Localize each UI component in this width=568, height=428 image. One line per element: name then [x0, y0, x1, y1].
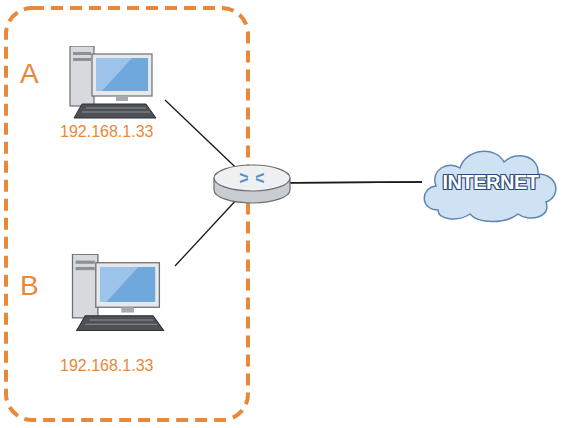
ip-address: 192.168.1.33: [60, 124, 153, 140]
computer-letter: B: [20, 272, 39, 300]
internet-cloud: INTERNET: [418, 140, 563, 224]
network-link: [175, 182, 422, 266]
computer-letter: A: [20, 60, 39, 88]
computer-icon: [70, 46, 156, 118]
computer-node: B 192.168.1.33: [15, 250, 175, 385]
computer-icon: [72, 254, 163, 330]
router-icon: [214, 165, 290, 203]
network-link: [165, 100, 422, 183]
lan-boundary: [6, 8, 248, 420]
cloud-label: INTERNET: [443, 171, 539, 194]
ip-address: 192.168.1.33: [60, 358, 153, 374]
computer-node: A 192.168.1.33: [15, 42, 165, 152]
